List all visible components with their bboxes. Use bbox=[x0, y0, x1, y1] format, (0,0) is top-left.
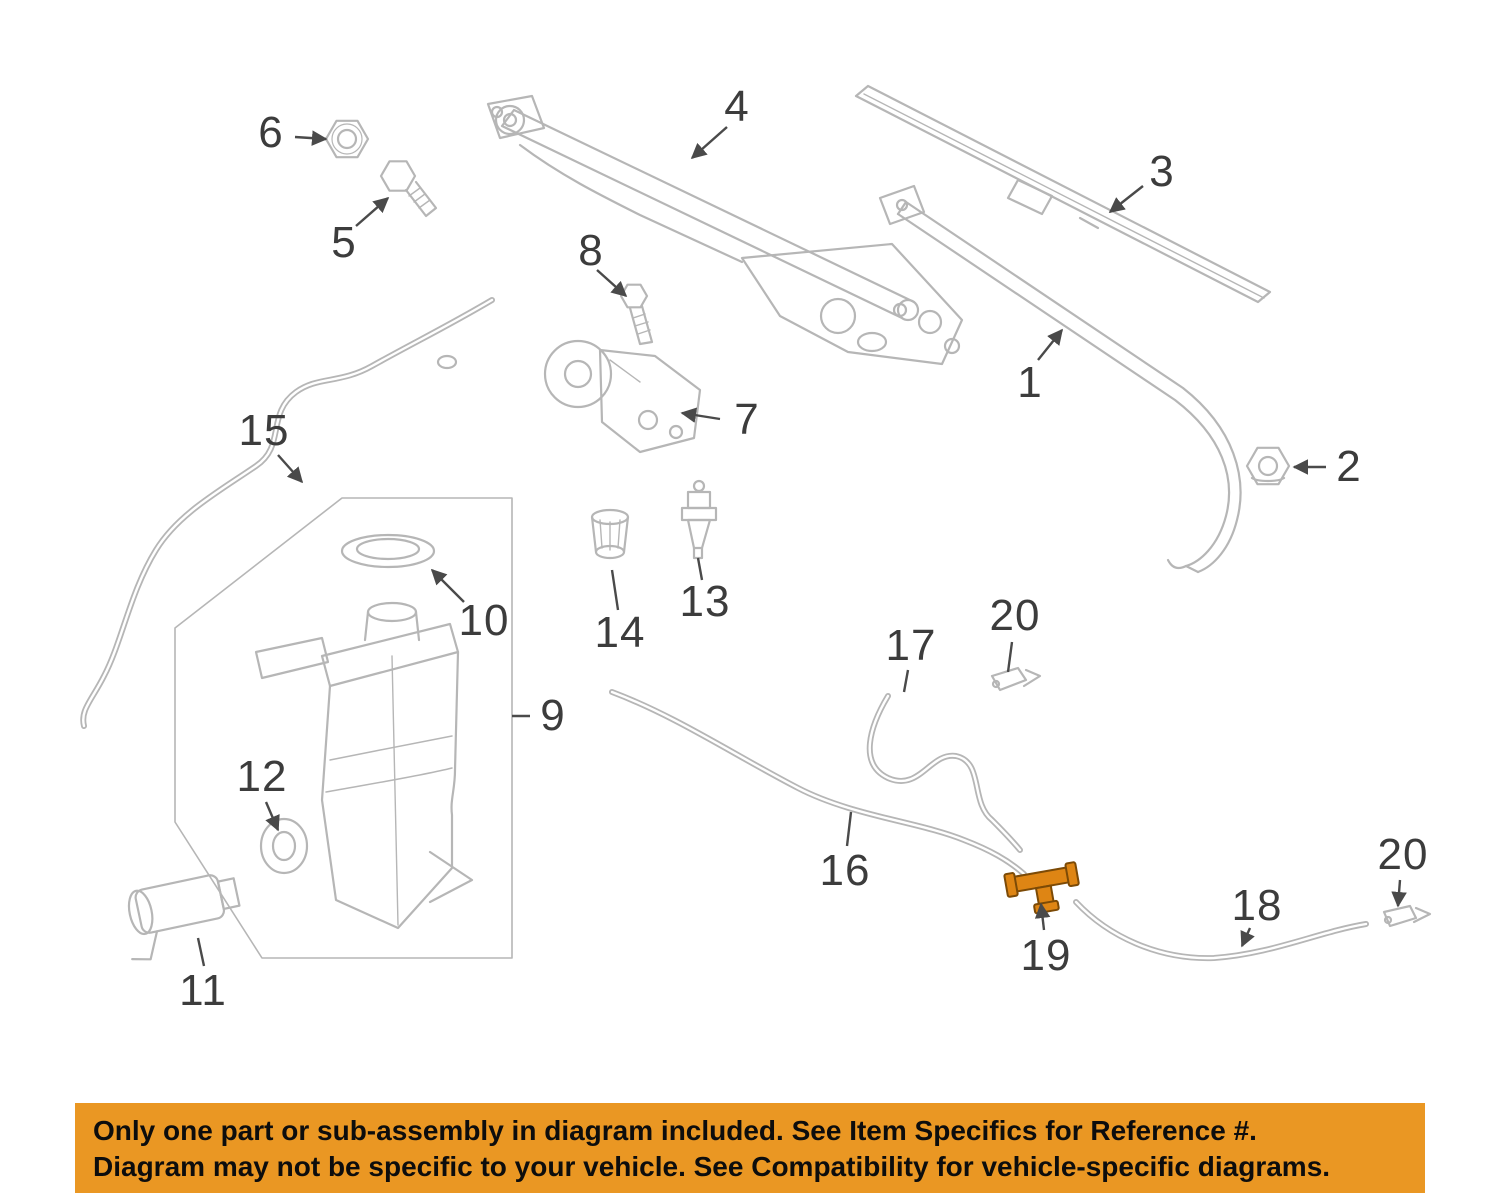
mount-bolt-drawing bbox=[379, 160, 438, 218]
washer-hose-15-drawing bbox=[80, 297, 495, 729]
part-label-9: 9 bbox=[540, 691, 566, 740]
mount-nut-drawing bbox=[324, 119, 370, 159]
washer-reservoir-drawing bbox=[254, 601, 474, 930]
reservoir-cap-drawing bbox=[340, 533, 436, 569]
part-label-15: 15 bbox=[238, 406, 290, 455]
part-label-3: 3 bbox=[1149, 147, 1175, 196]
part-label-5: 5 bbox=[331, 218, 357, 267]
filter-cap-drawing bbox=[590, 508, 630, 560]
washer-hose-16-drawing bbox=[609, 689, 1027, 877]
disclaimer-line-1: Only one part or sub-assembly in diagram… bbox=[93, 1115, 1257, 1146]
part-label-13: 13 bbox=[679, 577, 731, 626]
part-label-20-left: 20 bbox=[989, 591, 1041, 640]
washer-hose-18-drawing bbox=[1073, 899, 1369, 962]
part-label-19: 19 bbox=[1020, 931, 1072, 980]
pivot-nut-drawing bbox=[1245, 446, 1291, 486]
diagram-area: 1 2 3 4 5 6 7 8 9 10 11 12 13 14 15 16 1… bbox=[80, 82, 1432, 1015]
part-label-1: 1 bbox=[1017, 358, 1043, 407]
linkage-assembly-drawing bbox=[486, 94, 964, 366]
part-label-2: 2 bbox=[1336, 442, 1362, 491]
part-label-18: 18 bbox=[1231, 881, 1283, 930]
part-label-14: 14 bbox=[594, 608, 646, 657]
motor-bolt-drawing bbox=[619, 283, 654, 346]
wiper-arm-drawing bbox=[878, 184, 1242, 574]
tee-connector-highlight bbox=[1003, 861, 1080, 915]
part-label-7: 7 bbox=[734, 395, 760, 444]
disclaimer-banner: Only one part or sub-assembly in diagram… bbox=[75, 1103, 1425, 1193]
part-label-6: 6 bbox=[258, 108, 284, 157]
wiper-motor-drawing bbox=[543, 339, 702, 454]
part-label-20-right: 20 bbox=[1377, 830, 1429, 879]
washer-nozzle-right-drawing bbox=[1382, 904, 1432, 928]
part-label-11: 11 bbox=[179, 966, 227, 1015]
leader-lines bbox=[196, 126, 1407, 967]
disclaimer-line-2: Diagram may not be specific to your vehi… bbox=[93, 1151, 1331, 1182]
washer-nozzle-left-drawing bbox=[990, 666, 1042, 692]
part-label-17: 17 bbox=[885, 621, 937, 670]
reservoir-outline-box bbox=[174, 497, 513, 959]
wiper-blade-drawing bbox=[854, 84, 1272, 304]
diagram-artwork bbox=[80, 84, 1432, 967]
part-label-8: 8 bbox=[578, 226, 604, 275]
part-label-12: 12 bbox=[236, 752, 288, 801]
grommet-drawing bbox=[259, 817, 309, 875]
part-label-16: 16 bbox=[819, 846, 871, 895]
part-label-10: 10 bbox=[458, 596, 510, 645]
check-valve-drawing bbox=[680, 479, 718, 560]
washer-pump-drawing bbox=[127, 874, 241, 961]
part-label-4: 4 bbox=[724, 82, 750, 131]
washer-hose-17-drawing bbox=[866, 693, 1023, 853]
